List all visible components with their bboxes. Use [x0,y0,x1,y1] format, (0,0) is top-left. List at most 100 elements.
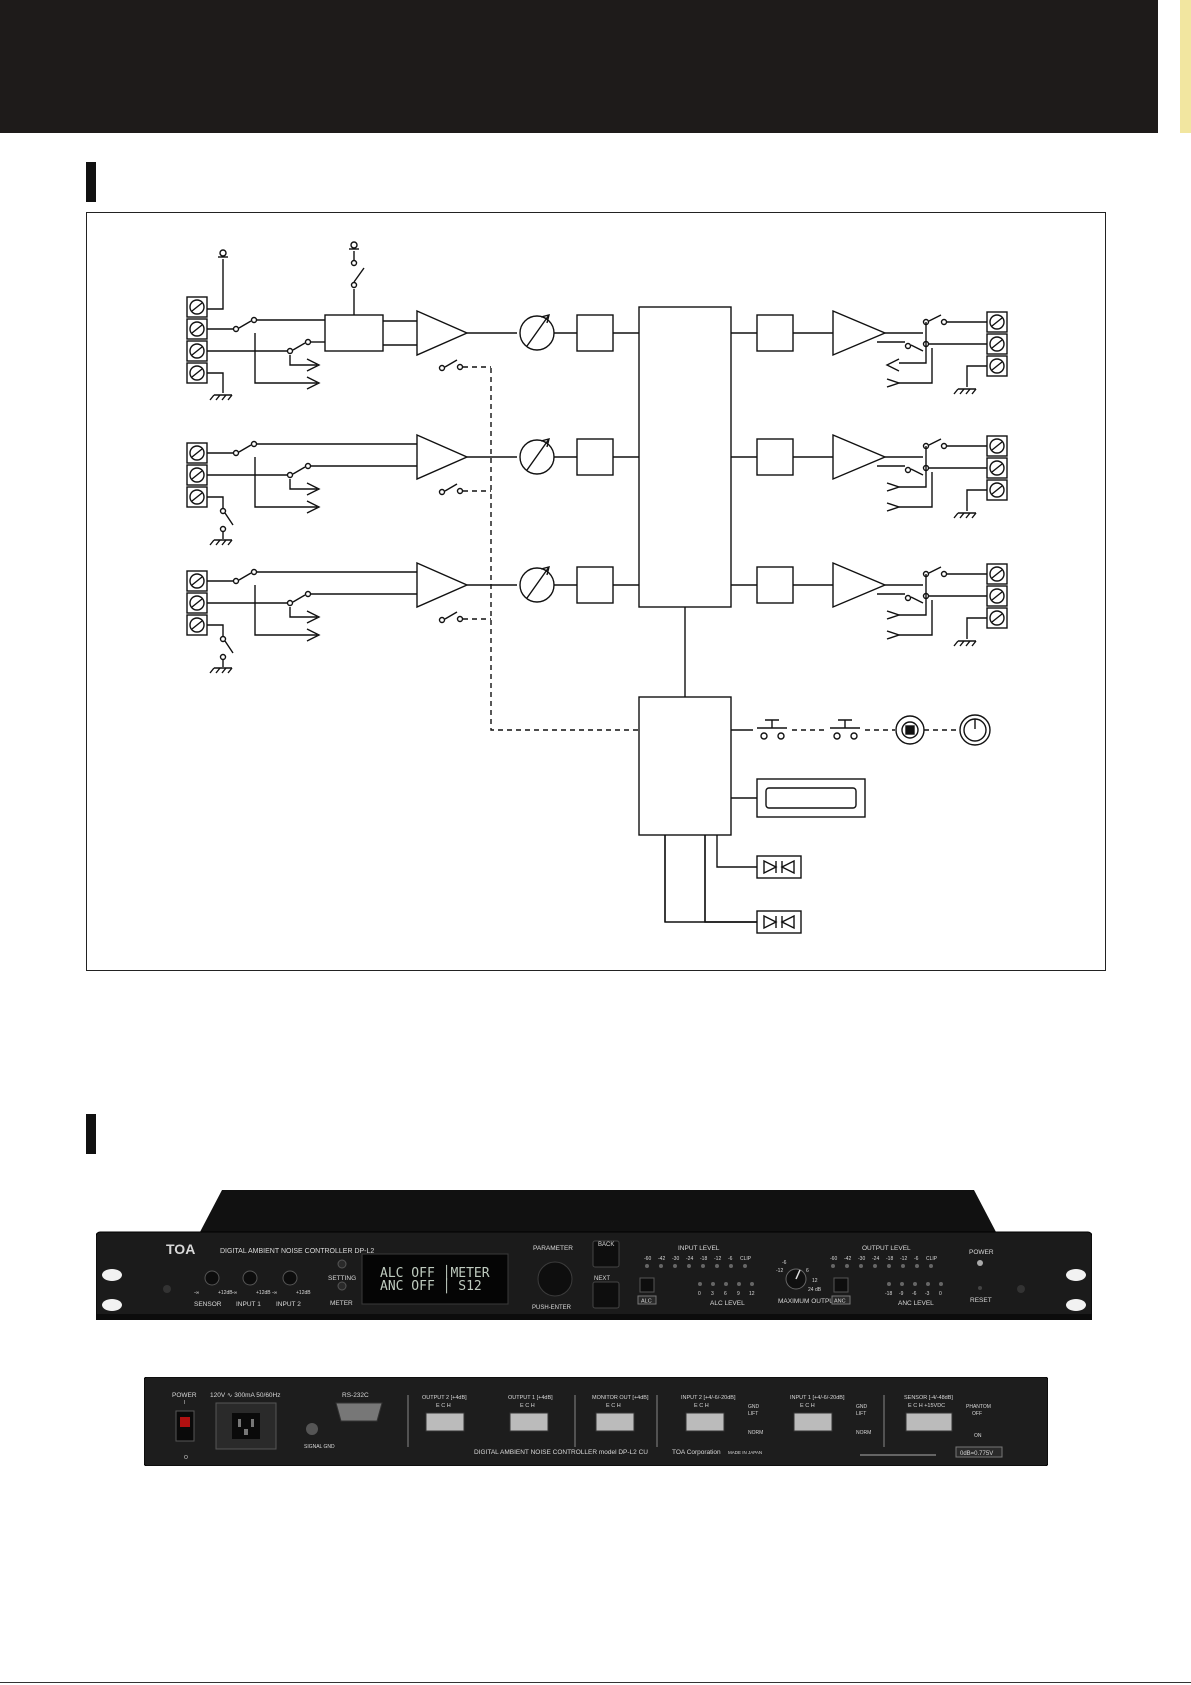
setting-button[interactable] [337,1259,347,1269]
svg-text:E C H: E C H [606,1403,621,1409]
rear-panel: POWER I O 120V ∿ 300mA 50/60Hz SIGNAL GN… [144,1377,1048,1466]
terminal-monitor-out[interactable]: MONITOR OUT [+4dB] E C H [592,1395,649,1432]
svg-text:-∞: -∞ [232,1290,238,1296]
terminal-output-2[interactable]: OUTPUT 2 [+4dB] E C H [422,1395,467,1432]
svg-text:RS-232C: RS-232C [342,1392,369,1399]
parameter-knob[interactable] [537,1261,573,1297]
reset-button[interactable] [978,1286,982,1290]
svg-text:GND: GND [856,1404,868,1410]
input-level-meter: -60 -42 -30 -24 -18 -12 -6 CLIP [644,1256,752,1268]
output-level-meter: -60 -42 -30 -24 -18 -12 -6 CLIP [830,1256,938,1268]
lcd-line-2: ANC OFF │ S12 [380,1277,482,1294]
svg-text:PARAMETER: PARAMETER [533,1245,573,1252]
svg-text:MAXIMUM OUTPUT: MAXIMUM OUTPUT [778,1298,838,1305]
dsp-block [638,306,732,608]
channel-1-link-switch [438,359,491,372]
alc-level-meter: 0 3 6 9 12 ALC LEVEL [698,1282,755,1307]
svg-text:GND: GND [748,1404,760,1410]
output-3 [731,561,1008,647]
signal-gnd-screw[interactable] [306,1423,318,1435]
lcd-line-1: ALC OFF │METER [380,1264,490,1281]
svg-text:INPUT 2 [+4/-6/-20dB]: INPUT 2 [+4/-6/-20dB] [681,1395,736,1401]
terminal-input-2[interactable]: INPUT 2 [+4/-6/-20dB] E C H [681,1395,736,1432]
svg-text:OFF: OFF [972,1411,982,1417]
svg-text:6: 6 [806,1268,809,1274]
svg-text:-30: -30 [858,1256,865,1262]
svg-text:9: 9 [737,1291,740,1297]
phantom-switch[interactable]: PHANTOM OFF ON [966,1404,991,1439]
svg-text:I: I [184,1400,185,1406]
terminal-sensor[interactable]: SENSOR [-4/-48dB] E C H +15VDC [904,1395,953,1432]
lcd-screen [361,1253,509,1305]
knob-label-input1: INPUT 1 [236,1301,261,1308]
rs232c-port[interactable] [335,1402,383,1422]
svg-text:12: 12 [749,1291,755,1297]
gnd-lift-switch-2[interactable]: GND LIFT NORM [748,1404,763,1436]
svg-text:-30: -30 [672,1256,679,1262]
svg-text:METER: METER [330,1300,353,1307]
model-label: DIGITAL AMBIENT NOISE CONTROLLER DP-L2 [220,1248,374,1255]
level-knobs: -∞ +12dB -∞ +12dB -∞ +12dB SENSOR INPUT … [194,1270,311,1308]
svg-text:-60: -60 [830,1256,837,1262]
rear-panel-drawing: POWER I O 120V ∿ 300mA 50/60Hz SIGNAL GN… [144,1377,1048,1466]
svg-text:0dB=0.775V: 0dB=0.775V [960,1451,993,1457]
svg-text:-12: -12 [776,1268,783,1274]
block-diagram-drawing [186,241,1008,934]
led-indicators [664,835,802,934]
back-button[interactable] [592,1240,620,1268]
svg-text:-12: -12 [900,1256,907,1262]
front-panel-drawing: TOA DIGITAL AMBIENT NOISE CONTROLLER DP-… [96,1190,1092,1320]
svg-text:-24: -24 [872,1256,879,1262]
gnd-lift-switch-1[interactable]: GND LIFT NORM [856,1404,871,1436]
svg-text:PUSH-ENTER: PUSH-ENTER [532,1305,572,1311]
svg-text:NEXT: NEXT [594,1276,610,1282]
rear-model-label: DIGITAL AMBIENT NOISE CONTROLLER model D… [474,1449,648,1456]
svg-text:+12dB: +12dB [256,1290,271,1296]
output-2 [731,433,1008,519]
svg-text:-6: -6 [914,1256,919,1262]
output-level-label: OUTPUT LEVEL [862,1245,911,1252]
svg-text:SIGNAL GND: SIGNAL GND [304,1444,335,1450]
terminal-input-1[interactable]: INPUT 1 [+4/-6/-20dB] E C H [790,1395,845,1432]
svg-text:-∞: -∞ [272,1290,278,1296]
svg-text:E C H: E C H [436,1403,451,1409]
alc-button[interactable] [639,1277,655,1293]
svg-text:ON: ON [974,1433,982,1439]
svg-text:ALC: ALC [641,1299,652,1305]
svg-text:-12: -12 [714,1256,721,1262]
svg-text:ALC LEVEL: ALC LEVEL [710,1300,745,1307]
svg-text:E C H: E C H [694,1403,709,1409]
svg-text:OUTPUT 1 [+4dB]: OUTPUT 1 [+4dB] [508,1395,553,1401]
svg-text:POWER: POWER [172,1392,197,1399]
anc-button[interactable] [833,1277,849,1293]
svg-text:CLIP: CLIP [740,1256,752,1262]
svg-text:-42: -42 [844,1256,851,1262]
svg-text:-9: -9 [899,1291,904,1297]
svg-text:-18: -18 [885,1291,892,1297]
svg-text:TOA Corporation: TOA Corporation [672,1449,721,1456]
svg-text:-∞: -∞ [194,1290,200,1296]
svg-text:-6: -6 [728,1256,733,1262]
svg-text:SENSOR [-4/-48dB]: SENSOR [-4/-48dB] [904,1395,953,1401]
svg-text:-42: -42 [658,1256,665,1262]
svg-text:E C H: E C H [800,1403,815,1409]
channel-3 [186,561,639,674]
svg-text:OUTPUT 2 [+4dB]: OUTPUT 2 [+4dB] [422,1395,467,1401]
section-marker-block-diagram [86,162,96,202]
header-band [0,0,1158,133]
svg-text:+12dB: +12dB [296,1290,311,1296]
svg-text:RESET: RESET [970,1297,992,1304]
footer-rule [0,1682,1191,1683]
terminal-output-1[interactable]: OUTPUT 1 [+4dB] E C H [508,1395,553,1432]
svg-text:0: 0 [939,1291,942,1297]
edge-tab [1180,0,1191,133]
svg-text:NORM: NORM [856,1430,871,1436]
svg-text:BACK: BACK [598,1242,614,1248]
svg-text:-60: -60 [644,1256,651,1262]
output-1 [731,309,1008,395]
channel-2 [186,433,639,546]
next-button[interactable] [592,1281,620,1309]
control-block [638,696,732,836]
svg-text:-6: -6 [782,1260,787,1266]
meter-button[interactable] [337,1281,347,1291]
